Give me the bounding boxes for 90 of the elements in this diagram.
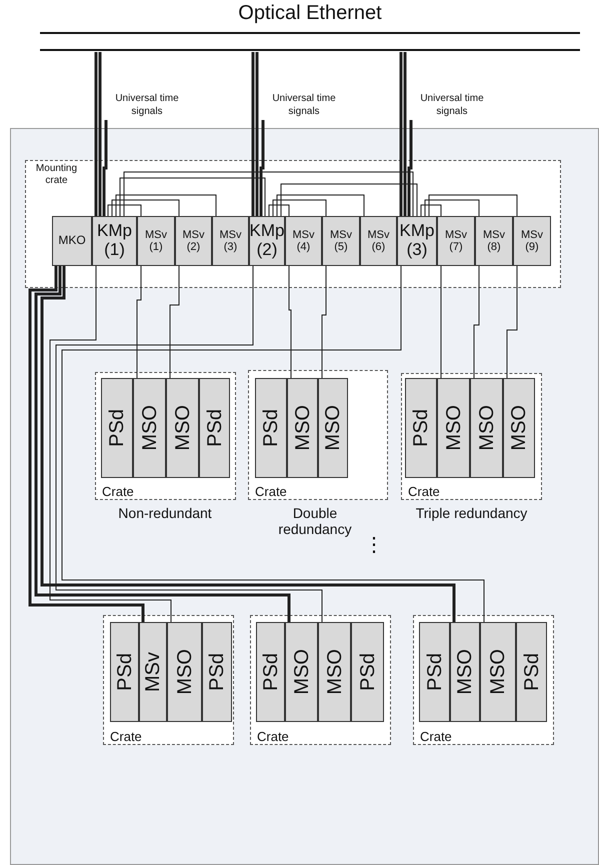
module-slot: MSO	[437, 378, 470, 478]
wire	[136, 266, 142, 378]
wire	[98, 52, 102, 216]
wire	[56, 266, 322, 622]
wire	[34, 266, 290, 622]
wire	[108, 204, 142, 216]
wire	[322, 266, 326, 378]
network-title: Optical Ethernet	[237, 2, 383, 25]
module-slot: PSd	[199, 378, 230, 478]
wire	[474, 266, 480, 378]
crate-label: Crate	[420, 729, 452, 744]
module-slot: MSO	[450, 622, 480, 722]
signal-label: Universal time signals	[102, 92, 192, 120]
module-slot: MSO	[287, 378, 318, 478]
crate-label: Crate	[255, 484, 287, 499]
crate-label: Mounting crate	[34, 163, 78, 187]
wire	[268, 204, 290, 216]
module-slot: MSv	[139, 622, 167, 722]
module-slot: PSd	[516, 622, 547, 722]
wire	[424, 200, 480, 216]
wire	[280, 184, 418, 216]
wire	[120, 178, 266, 216]
module-slot: PSd	[256, 622, 285, 722]
leader-line	[260, 120, 264, 216]
module-slot: MSO	[166, 378, 199, 478]
module-slot: MSO	[318, 378, 348, 478]
module-slot: MSv (7)	[437, 216, 475, 266]
wire	[94, 52, 98, 216]
wire	[252, 52, 254, 216]
crate-frame	[95, 372, 236, 500]
wire	[506, 266, 518, 378]
module-slot: MSv (6)	[360, 216, 397, 266]
module-slot: MSO	[470, 378, 503, 478]
wire	[428, 194, 518, 216]
module-slot: MSO	[167, 622, 202, 722]
module-slot: MSO	[285, 622, 318, 722]
wire	[124, 172, 414, 216]
wire	[50, 266, 172, 622]
crate-frame	[25, 160, 561, 288]
leader-line	[408, 120, 412, 216]
module-slot: KMp (1)	[92, 216, 137, 266]
module-slot: PSd	[419, 622, 450, 722]
crate-label: Crate	[257, 729, 289, 744]
wire	[170, 266, 180, 378]
module-slot: PSd	[110, 622, 139, 722]
wire	[400, 52, 402, 216]
crate-frame	[103, 615, 234, 745]
module-slot: MSv (3)	[212, 216, 249, 266]
module-slot: MSO	[503, 378, 535, 478]
module-slot: MSO	[480, 622, 516, 722]
crate-frame	[250, 615, 391, 745]
ellipsis: ⋮	[364, 533, 384, 557]
module-slot: MKO	[52, 216, 92, 266]
module-slot: MSv (1)	[137, 216, 175, 266]
wire	[28, 266, 144, 622]
module-slot: KMp (3)	[397, 216, 437, 266]
module-slot: MSO	[133, 378, 166, 478]
crate-label: Crate	[408, 484, 440, 499]
leader-line	[102, 120, 108, 216]
module-slot: PSd	[351, 622, 384, 722]
module-slot: KMp (2)	[249, 216, 285, 266]
wire	[276, 194, 364, 216]
module-slot: MSO	[318, 622, 351, 722]
wire	[288, 266, 292, 378]
module-slot: PSd	[255, 378, 287, 478]
node-label: Double redundancy	[277, 505, 353, 537]
wire	[272, 200, 326, 216]
signal-label: Universal time signals	[259, 92, 349, 120]
wire	[116, 194, 216, 216]
wire	[420, 204, 442, 216]
module-slot: MSv (5)	[322, 216, 360, 266]
signal-label: Universal time signals	[407, 92, 497, 120]
wire	[256, 52, 258, 216]
module-slot: MSv (2)	[175, 216, 212, 266]
crate-frame	[413, 615, 554, 745]
crate-label: Crate	[102, 484, 134, 499]
wire	[404, 52, 406, 216]
crate-frame	[401, 373, 542, 500]
node-label: Non-redundant	[117, 505, 213, 521]
node-label: Triple redundancy	[414, 505, 528, 521]
module-slot: PSd	[202, 622, 232, 722]
crate-frame	[248, 370, 388, 500]
module-slot: MSv (8)	[475, 216, 513, 266]
crate-label: Crate	[110, 729, 142, 744]
module-slot: PSd	[101, 378, 133, 478]
module-slot: MSv (9)	[513, 216, 551, 266]
wire	[112, 200, 180, 216]
module-slot: MSv (4)	[285, 216, 322, 266]
module-slot: PSd	[405, 378, 437, 478]
wire	[440, 266, 442, 378]
